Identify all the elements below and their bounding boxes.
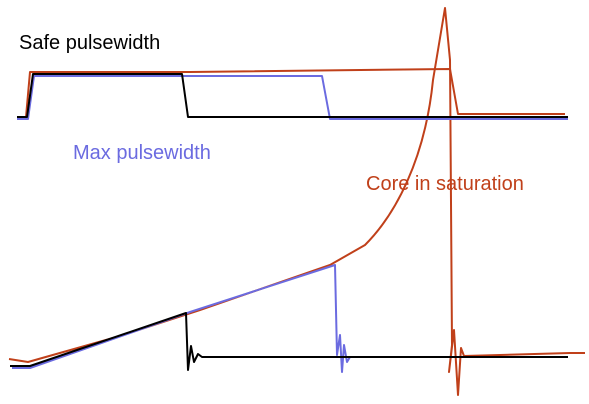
safe-current-trace <box>10 312 568 371</box>
safe-drive-pulse-trace <box>17 73 568 118</box>
core-current-trace <box>8 7 585 396</box>
safe-pulsewidth-traces <box>10 73 568 371</box>
safe-pulsewidth-label: Safe pulsewidth <box>19 32 161 54</box>
max-pulsewidth-traces <box>12 75 568 373</box>
core-saturation-label: Core in saturation <box>366 173 524 195</box>
max-pulsewidth-label: Max pulsewidth <box>73 142 211 164</box>
max-drive-pulse-trace <box>17 75 568 120</box>
core-saturation-traces <box>8 7 585 396</box>
